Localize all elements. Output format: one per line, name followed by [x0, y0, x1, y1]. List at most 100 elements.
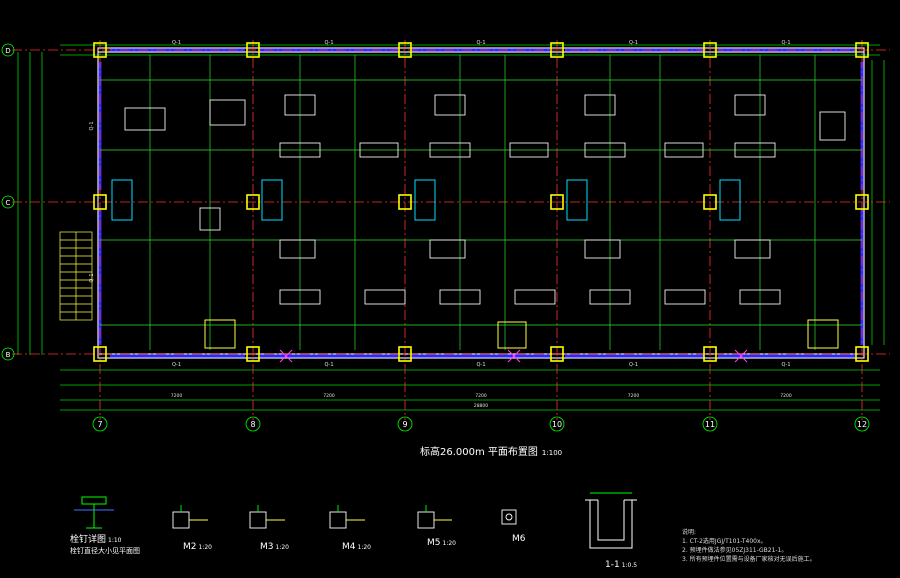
detail-m4-title: M4: [342, 542, 356, 552]
detail-m6: [501, 509, 517, 525]
detail-m4-scale: 1:20: [357, 544, 371, 551]
detail-m2-title: M2: [183, 542, 197, 552]
detail-stud: [74, 496, 114, 529]
equipment-lower: [199, 207, 781, 305]
plan-labels: Q-1Q-17200Q-1Q-17200Q-1Q-17200Q-1Q-17200…: [89, 40, 792, 409]
column-12-B: [855, 346, 869, 362]
axis-label-col: 12: [857, 420, 867, 429]
column-11-C: [703, 194, 717, 210]
axis-label-row: C: [6, 199, 11, 207]
detail-m5-title: M5: [427, 538, 441, 548]
axis-bubble-col: [245, 416, 261, 432]
beam-label: Q-1: [476, 362, 485, 368]
axis-label-row: D: [5, 47, 10, 55]
column-10-D: [550, 42, 564, 58]
detail-section-title: 1-1: [605, 560, 620, 570]
column-12-D: [855, 42, 869, 58]
columns: [93, 42, 869, 362]
beam-label: Q-1: [324, 362, 333, 368]
detail-m4: [329, 505, 365, 529]
column-8-C: [246, 194, 260, 210]
plan-title-text: 标高26.000m 平面布置图: [420, 447, 538, 458]
axis-label-row: B: [6, 351, 11, 359]
column-7-B: [93, 346, 107, 362]
cyan-units: [111, 179, 741, 221]
beam-label: Q-1: [781, 40, 790, 46]
column-8-D: [246, 42, 260, 58]
bottom-boxes: [204, 319, 839, 349]
pipe-markers: [279, 349, 748, 363]
plan-scale: 1:100: [541, 449, 563, 457]
axis-bubble-row: [1, 347, 15, 361]
equipment-upper: [124, 94, 846, 158]
detail-m3-title: M3: [260, 542, 274, 552]
axis-bubble-col: [92, 416, 108, 432]
axis-label-col: 10: [552, 420, 562, 429]
detail-section-scale: 1:0.5: [621, 562, 638, 569]
column-11-D: [703, 42, 717, 58]
axis-label-col: 11: [705, 420, 715, 429]
axis-bubble-col: [549, 416, 565, 432]
beam-label: Q-1: [629, 40, 638, 46]
detail-m6-label: M6: [512, 534, 528, 544]
beam-label: Q-1: [781, 362, 790, 368]
axis-label-col: 9: [402, 420, 407, 429]
detail-stud-note: 栓钉直径大小见平面图: [70, 547, 140, 555]
notes-line-3: 3. 所有预埋件位置需与设备厂家核对无误后施工。: [682, 556, 816, 563]
axis-label-col: 8: [250, 420, 255, 429]
axis-label-col: 7: [97, 420, 102, 429]
dimension-lines: [17, 44, 885, 411]
column-11-B: [703, 346, 717, 362]
bay-dimension: 7200: [171, 393, 183, 399]
column-7-D: [93, 42, 107, 58]
notes-block: 说明: 1. CT-2选用JGJ/T101-T400x。 2. 预埋件做法参见0…: [682, 528, 816, 564]
column-10-C: [550, 194, 564, 210]
detail-stud-scale: 1:10: [108, 537, 122, 544]
beam-label: Q-1: [324, 40, 333, 46]
total-dimension: 28800: [474, 403, 488, 409]
detail-m6-title: M6: [512, 534, 526, 544]
beam-label: Q-1: [172, 362, 181, 368]
bay-dimension: 7200: [628, 393, 640, 399]
beam-label: Q-1: [629, 362, 638, 368]
detail-m3: [249, 505, 285, 529]
column-9-C: [398, 194, 412, 210]
detail-stud-title: 栓钉详图: [70, 535, 107, 545]
bay-dimension: 7200: [780, 393, 792, 399]
beam-label: Q-1: [172, 40, 181, 46]
detail-m5-scale: 1:20: [442, 540, 456, 547]
notes-line-1: 1. CT-2选用JGJ/T101-T400x。: [682, 538, 767, 545]
notes-heading: 说明:: [682, 529, 697, 536]
column-7-C: [93, 194, 107, 210]
axis-bubble-col: [854, 416, 870, 432]
axis-grid: [12, 40, 890, 420]
column-10-B: [550, 346, 564, 362]
detail-m5: [417, 505, 452, 529]
axis-bubbles: 7 8 9 10 11 12 D C B: [1, 43, 870, 432]
column-12-C: [855, 194, 869, 210]
detail-m2: [172, 505, 208, 529]
detail-m3-scale: 1:20: [275, 544, 289, 551]
axis-bubble-row: [1, 195, 15, 209]
column-9-B: [398, 346, 412, 362]
side-beam-label: Q-1: [89, 121, 95, 130]
axis-bubble-row: [1, 43, 15, 57]
bay-dimension: 7200: [475, 393, 487, 399]
axis-bubble-col: [702, 416, 718, 432]
bay-dimension: 7200: [323, 393, 335, 399]
column-9-D: [398, 42, 412, 58]
side-beam-label: Q-1: [89, 273, 95, 282]
column-8-B: [246, 346, 260, 362]
detail-m2-scale: 1:20: [198, 544, 212, 551]
beam-label: Q-1: [476, 40, 485, 46]
notes-line-2: 2. 预埋件做法参见05ZJ311-GB21-1。: [682, 547, 788, 554]
axis-bubble-col: [397, 416, 413, 432]
